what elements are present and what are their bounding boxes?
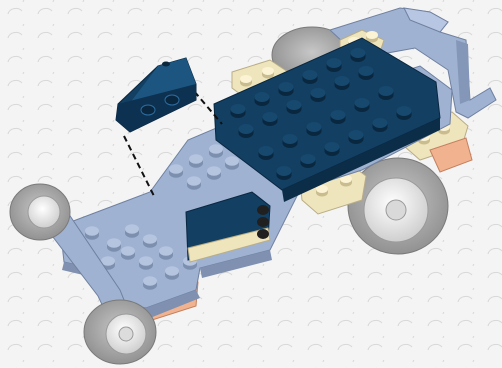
black-pins — [257, 205, 269, 239]
rear-wheel-icon — [348, 158, 448, 254]
front-wheel-icon — [10, 184, 70, 240]
front-wheel-lower-icon — [84, 300, 156, 364]
